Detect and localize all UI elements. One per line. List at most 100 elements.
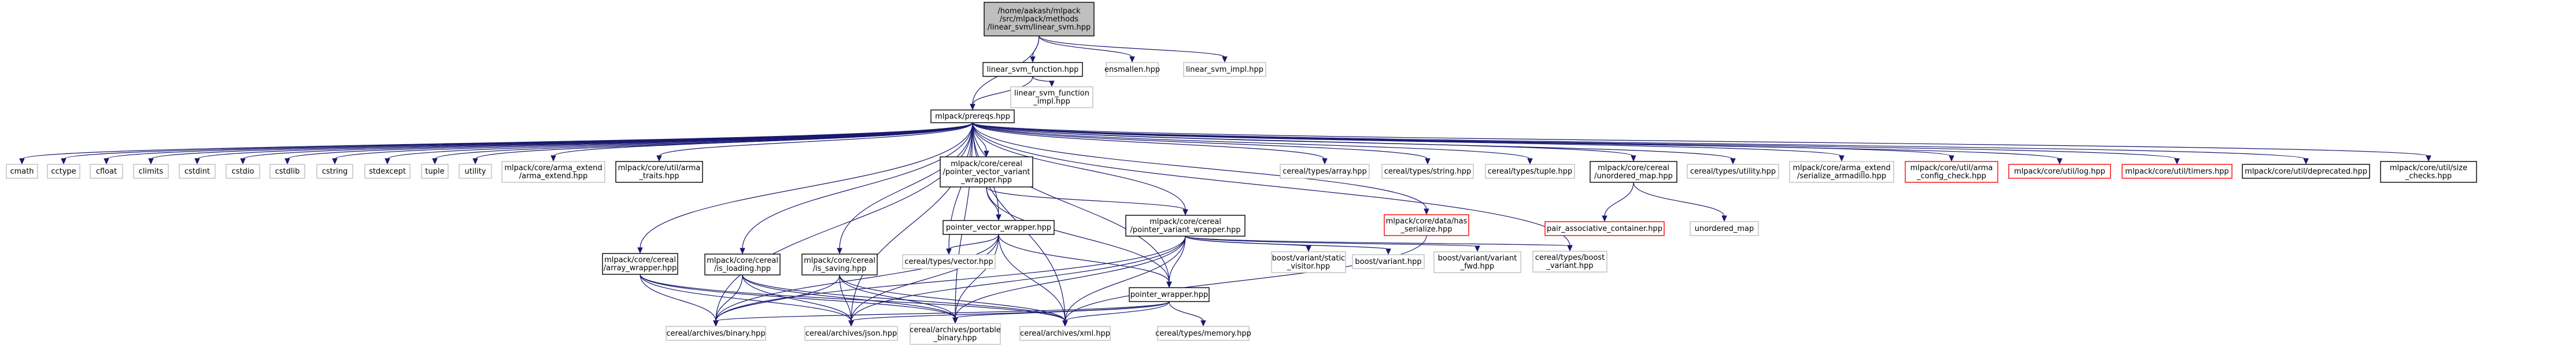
arrowhead-icon [1721, 215, 1727, 222]
node-box [940, 156, 1033, 188]
edge-pvvw-to-pvw [986, 186, 1001, 221]
edge-pvarw-to-bvfwd [1185, 236, 1480, 252]
arrowhead-icon [2426, 155, 2431, 162]
node-box [501, 161, 605, 183]
arrowhead-icon [984, 150, 989, 157]
arrowhead-icon [1166, 281, 1172, 288]
node-root[interactable]: /home/aakash/mlpack/src/mlpack/methods/l… [984, 2, 1095, 36]
node-label: stdexcept [369, 167, 406, 176]
node-box [1485, 164, 1575, 179]
node-cstring: cstring [316, 164, 353, 179]
node-armatraits[interactable]: mlpack/core/util/arma_traits.hpp [615, 161, 703, 183]
node-timers[interactable]: mlpack/core/util/timers.hpp [2122, 164, 2233, 179]
node-armacfg[interactable]: mlpack/core/util/arma_config_check.hpp [1905, 161, 1998, 183]
node-box [2008, 164, 2111, 179]
edge-line [972, 122, 1186, 211]
arrowhead-icon [2303, 158, 2309, 165]
node-log[interactable]: mlpack/core/util/log.hpp [2008, 164, 2111, 179]
node-label: /linear_svm/linear_svm.hpp [988, 23, 1091, 32]
arrowhead-icon [946, 248, 952, 255]
arrowhead-icon [1129, 56, 1135, 63]
node-prereqs[interactable]: mlpack/prereqs.hpp [930, 109, 1015, 123]
edge-line [839, 274, 1066, 322]
node-serarma: mlpack/core/arma_extend/serialize_armadi… [1789, 161, 1894, 183]
edge-line [839, 274, 852, 322]
node-hasser[interactable]: mlpack/core/data/has_serialize.hpp [1384, 214, 1469, 236]
edge-line [715, 274, 840, 322]
node-bvfwd: boost/variant/variant_fwd.hpp [1433, 251, 1521, 273]
edge-line [63, 122, 973, 160]
node-label: cfloat [96, 167, 117, 176]
node-pvw[interactable]: pointer_vector_wrapper.hpp [943, 220, 1055, 235]
node-pvarw[interactable]: mlpack/core/cereal/pointer_variant_wrapp… [1125, 215, 1246, 237]
edge-line [972, 76, 1033, 105]
arrowhead-icon [148, 158, 154, 165]
node-arrw[interactable]: mlpack/core/cereal/array_wrapper.hpp [602, 253, 678, 275]
edge-arrw-to-cport [640, 274, 958, 324]
node-label: pair_associative_container.hpp [1547, 225, 1662, 233]
node-label: mlpack/core/cereal [604, 256, 676, 264]
node-label: _config_check.hpp [1916, 172, 1986, 181]
arrowhead-icon [1182, 209, 1188, 216]
edge-root-to-ens [1038, 35, 1135, 63]
node-label: utility [465, 167, 486, 176]
node-label: tuple [425, 167, 444, 176]
arrowhead-icon [432, 158, 438, 165]
edge-pvarw-to-pw [1166, 236, 1186, 288]
node-depr[interactable]: mlpack/core/util/deprecated.hpp [2242, 164, 2370, 179]
node-box [1352, 254, 1425, 269]
node-label: cereal/archives/binary.hpp [666, 329, 765, 338]
edge-line [972, 122, 1427, 210]
node-bvsv: boost/variant/static_visitor.hpp [1271, 251, 1346, 273]
edge-line [972, 122, 1531, 160]
node-box [602, 253, 678, 275]
node-passoc[interactable]: pair_associative_container.hpp [1544, 221, 1665, 236]
node-label: /src/mlpack/methods [1000, 15, 1078, 24]
edge-prereqs-to-depr [972, 122, 2309, 165]
node-cbv: cereal/types/boost_variant.hpp [1532, 251, 1607, 273]
arrowhead-icon [1949, 155, 1954, 162]
node-label: mlpack/core/arma_extend [1793, 164, 1890, 172]
edge-root-to-lsf [1030, 35, 1040, 63]
node-box [943, 220, 1055, 235]
edge-line [955, 301, 1170, 319]
arrowhead-icon [1730, 158, 1736, 165]
node-stdexcept: stdexcept [364, 164, 411, 179]
node-box [1010, 86, 1093, 108]
arrowhead-icon [1049, 80, 1055, 87]
edge-pvarw-to-bvar [1185, 236, 1391, 255]
node-pvvw[interactable]: mlpack/core/cereal/pointer_vector_varian… [940, 156, 1033, 188]
edge-prereqs-to-cstring2 [972, 122, 1431, 165]
node-sizechk[interactable]: mlpack/core/util/size_checks.hpp [2380, 161, 2477, 183]
node-label: unordered_map [1695, 225, 1754, 233]
node-box [1384, 214, 1469, 236]
node-label: mlpack/core/cereal [804, 256, 875, 265]
node-pw[interactable]: pointer_wrapper.hpp [1129, 287, 1210, 302]
node-label: mlpack/prereqs.hpp [935, 112, 1010, 121]
node-cstring2: cereal/types/string.hpp [1381, 164, 1474, 179]
node-label: cctype [51, 167, 76, 176]
node-box [984, 2, 1095, 36]
node-issave[interactable]: mlpack/core/cereal/is_saving.hpp [801, 254, 878, 275]
arrowhead-icon [1200, 320, 1206, 327]
edge-line [715, 301, 1170, 322]
edge-line [986, 186, 1186, 211]
edge-pw-to-cbin [713, 301, 1170, 327]
node-lsf[interactable]: linear_svm_function.hpp [982, 62, 1083, 77]
node-box [982, 62, 1083, 77]
arrowhead-icon [2174, 158, 2180, 165]
edge-line [972, 122, 2307, 160]
arrowhead-icon [194, 158, 200, 165]
arrowhead-icon [1322, 158, 1328, 165]
node-isload[interactable]: mlpack/core/cereal/is_loading.hpp [704, 254, 781, 275]
node-bvar: boost/variant.hpp [1352, 254, 1425, 269]
edge-line [742, 274, 852, 322]
node-cstdint: cstdint [179, 164, 216, 179]
node-cutil: cereal/types/utility.hpp [1687, 164, 1779, 179]
arrowhead-icon [1839, 155, 1845, 162]
node-label: cmath [10, 167, 34, 176]
edge-line [1065, 301, 1170, 322]
node-label: cereal/types/utility.hpp [1690, 167, 1776, 176]
node-box [1129, 287, 1210, 302]
node-umap[interactable]: mlpack/core/cereal/unordered_map.hpp [1590, 161, 1677, 183]
